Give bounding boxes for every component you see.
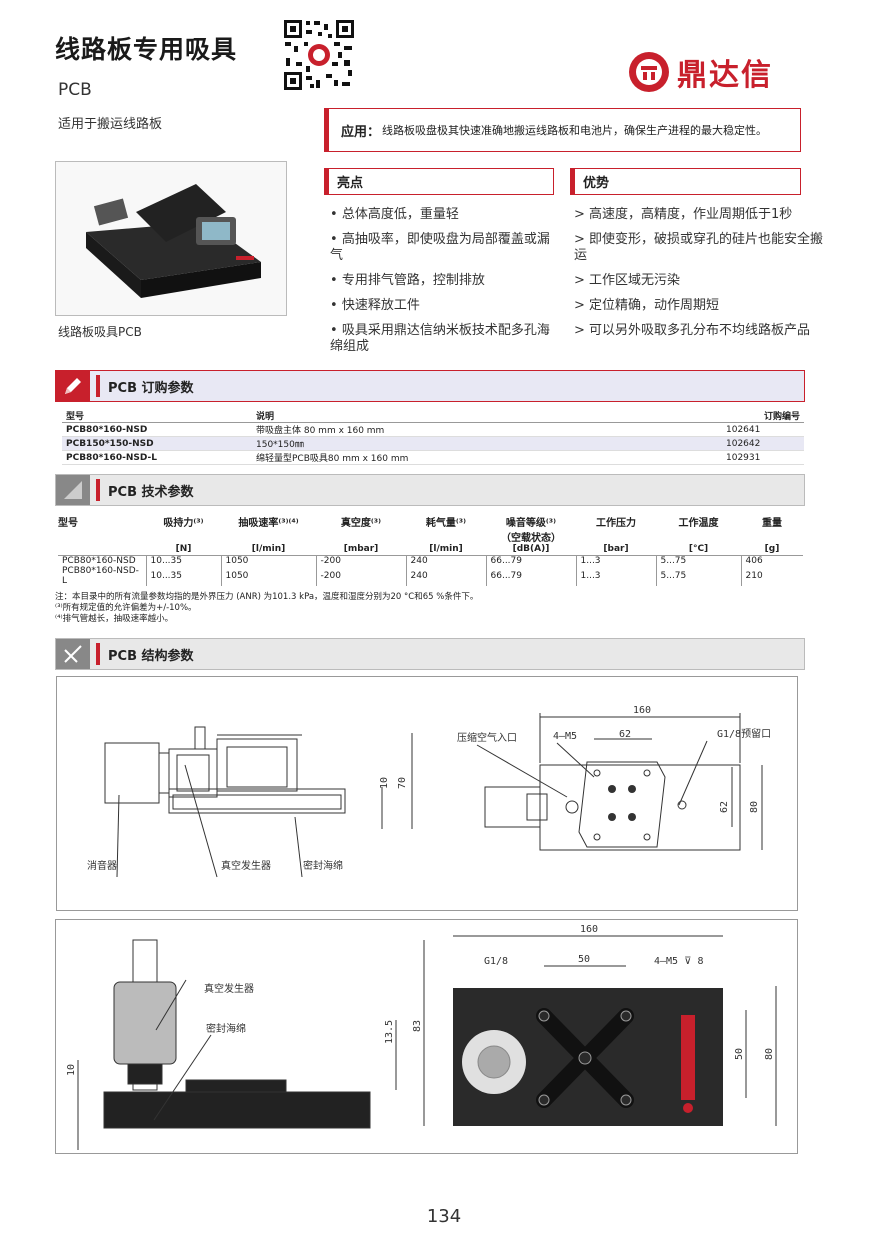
tech-table: 型号 吸持力⁽³⁾ 抽吸速率⁽³⁾⁽⁴⁾ 真空度⁽³⁾ 耗气量⁽³⁾ 噪音等级⁽… bbox=[58, 512, 803, 586]
table-row: PCB80*160-NSD 带吸盘主体 80 mm x 160 mm 10264… bbox=[62, 422, 804, 437]
svg-text:62: 62 bbox=[719, 801, 730, 813]
list-item: • 吸具采用鼎达信纳米板技术配多孔海绵组成 bbox=[330, 323, 550, 354]
svg-text:62: 62 bbox=[619, 729, 631, 740]
caliper-icon bbox=[56, 639, 90, 669]
list-item: > 高速度，高精度，作业周期低于1秒 bbox=[574, 207, 793, 222]
tech-title: PCB 技术参数 bbox=[108, 484, 194, 500]
svg-text:4—M5: 4—M5 bbox=[553, 731, 577, 742]
svg-text:10: 10 bbox=[379, 777, 390, 789]
brand-name: 鼎达信 bbox=[677, 58, 773, 93]
footnotes: 注：本目录中的所有流量参数均指的是外界压力 (ANR) 为101.3 kPa，温… bbox=[55, 592, 479, 624]
svg-text:160: 160 bbox=[633, 705, 651, 716]
description: 适用于搬运线路板 bbox=[58, 117, 163, 132]
page-title: 线路板专用吸具 bbox=[55, 35, 238, 64]
svg-text:密封海绵: 密封海绵 bbox=[303, 859, 343, 872]
brand-mark-icon bbox=[629, 52, 669, 92]
table-row: PCB150*150-NSD 150*150㎜ 102642 bbox=[62, 436, 804, 451]
list-item: • 专用排气管路，控制排放 bbox=[330, 273, 485, 288]
list-item: > 定位精确，动作周期短 bbox=[574, 298, 720, 313]
drawing-side-top: 消音器 真空发生器 密封海绵 压缩空气入口 4—M5 G1/8预留口 10 70… bbox=[56, 676, 798, 911]
order-table: 型号 说明 订购编号 PCB80*160-NSD 带吸盘主体 80 mm x 1… bbox=[62, 409, 804, 465]
svg-text:70: 70 bbox=[397, 777, 408, 789]
svg-text:160: 160 bbox=[580, 924, 598, 935]
svg-text:4—M5 ⊽ 8: 4—M5 ⊽ 8 bbox=[654, 956, 703, 967]
struct-title: PCB 结构参数 bbox=[108, 648, 194, 664]
qr-code bbox=[282, 18, 356, 92]
table-row: PCB80*160-NSD-L 绵轻量型PCB吸具80 mm x 160 mm … bbox=[62, 450, 804, 465]
list-item: • 快速释放工件 bbox=[330, 298, 420, 313]
brand-logo: 鼎达信 bbox=[627, 50, 773, 94]
svg-text:消音器: 消音器 bbox=[87, 859, 117, 872]
svg-text:G1/8: G1/8 bbox=[484, 956, 508, 967]
svg-text:10: 10 bbox=[66, 1064, 77, 1076]
highlights-list: • 总体高度低，重量轻 • 高抽吸率，即使吸盘为局部覆盖或漏气 • 专用排气管路… bbox=[330, 207, 550, 364]
order-section-bar: PCB 订购参数 bbox=[55, 370, 805, 402]
subtitle: PCB bbox=[58, 80, 92, 100]
svg-text:13.5: 13.5 bbox=[384, 1020, 395, 1044]
svg-text:真空发生器: 真空发生器 bbox=[221, 859, 271, 872]
svg-text:50: 50 bbox=[578, 954, 590, 965]
application-label: 应用： bbox=[341, 124, 381, 140]
application-box: 应用： 线路板吸盘极其快速准确地搬运线路板和电池片，确保生产进程的最大稳定性。 bbox=[324, 108, 801, 152]
advantages-list: > 高速度，高精度，作业周期低于1秒 > 即使变形，破损或穿孔的硅片也能安全搬运… bbox=[574, 207, 824, 348]
svg-text:83: 83 bbox=[412, 1020, 423, 1032]
advantages-header: 优势 bbox=[570, 168, 801, 195]
list-item: > 即使变形，破损或穿孔的硅片也能安全搬运 bbox=[574, 232, 824, 263]
svg-text:真空发生器: 真空发生器 bbox=[204, 982, 254, 995]
photo-caption: 线路板吸具PCB bbox=[58, 325, 142, 339]
svg-text:密封海绵: 密封海绵 bbox=[206, 1022, 246, 1035]
list-item: • 总体高度低，重量轻 bbox=[330, 207, 459, 222]
document-icon bbox=[56, 475, 90, 505]
svg-text:80: 80 bbox=[749, 801, 760, 813]
application-text: 线路板吸盘极其快速准确地搬运线路板和电池片，确保生产进程的最大稳定性。 bbox=[382, 124, 768, 137]
list-item: • 高抽吸率，即使吸盘为局部覆盖或漏气 bbox=[330, 232, 550, 263]
page-number: 134 bbox=[426, 1206, 462, 1227]
product-photo bbox=[55, 161, 287, 316]
highlights-header: 亮点 bbox=[324, 168, 554, 195]
svg-text:压缩空气入口: 压缩空气入口 bbox=[457, 731, 517, 744]
list-item: > 工作区域无污染 bbox=[574, 273, 681, 288]
pencil-icon bbox=[56, 371, 90, 401]
svg-text:G1/8预留口: G1/8预留口 bbox=[717, 727, 771, 740]
struct-section-bar: PCB 结构参数 bbox=[55, 638, 805, 670]
tech-section-bar: PCB 技术参数 bbox=[55, 474, 805, 506]
drawing-front-bottom: 真空发生器 密封海绵 G1/8 4—M5 ⊽ 8 10 13.5 83 160 … bbox=[55, 919, 798, 1154]
svg-text:80: 80 bbox=[764, 1048, 775, 1060]
order-title: PCB 订购参数 bbox=[108, 380, 194, 396]
svg-text:50: 50 bbox=[734, 1048, 745, 1060]
list-item: > 可以另外吸取多孔分布不均线路板产品 bbox=[574, 323, 811, 338]
